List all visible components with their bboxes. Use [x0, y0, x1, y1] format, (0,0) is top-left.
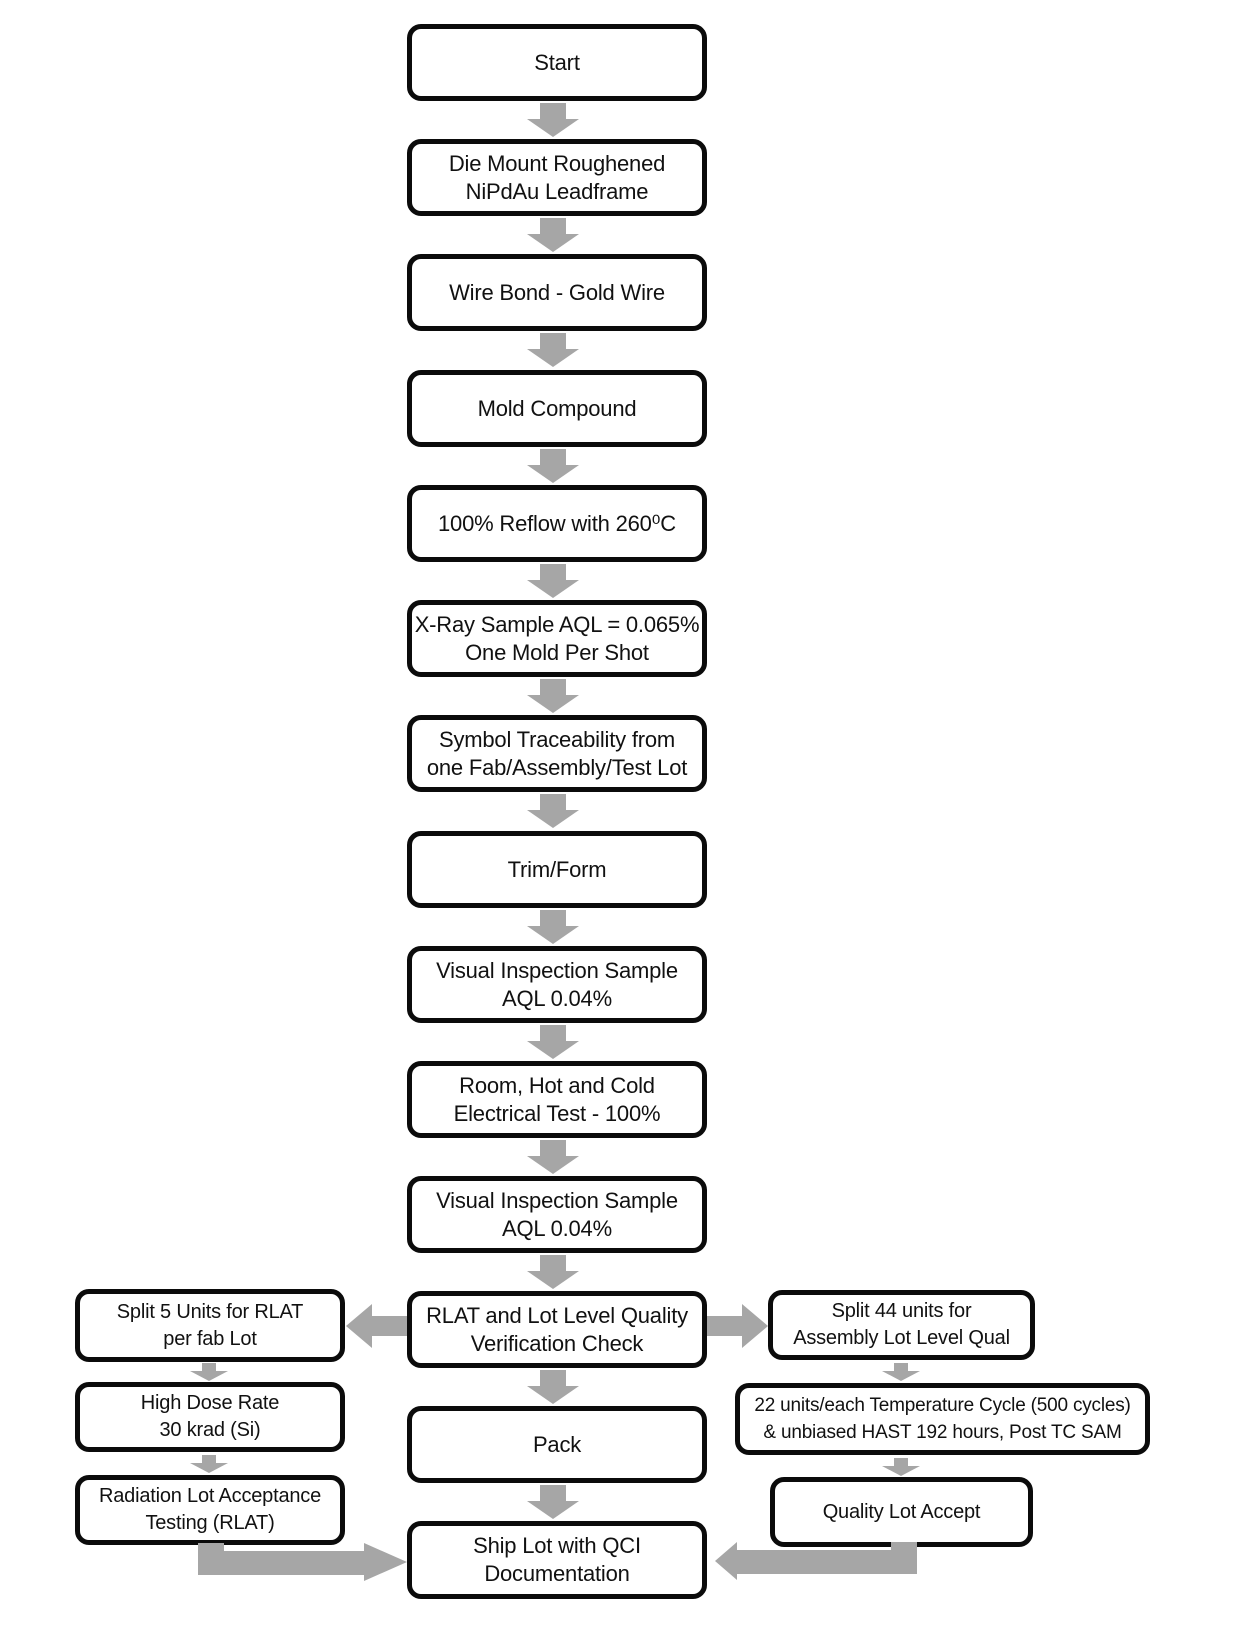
node-xray-sample: X-Ray Sample AQL = 0.065% One Mold Per S… [407, 600, 707, 677]
node-die-mount: Die Mount Roughened NiPdAu Leadframe [407, 139, 707, 216]
node-label: RLAT and Lot Level Quality [426, 1302, 688, 1328]
node-wire-bond: Wire Bond - Gold Wire [407, 254, 707, 331]
node-reflow: 100% Reflow with 260⁰C [407, 485, 707, 562]
node-label: one Fab/Assembly/Test Lot [426, 754, 688, 780]
arrow-down-icon [527, 910, 579, 944]
node-label: Split 5 Units for RLAT [116, 1300, 304, 1323]
arrow-down-small-icon [190, 1363, 228, 1381]
node-visual-inspection-2: Visual Inspection Sample AQL 0.04% [407, 1176, 707, 1253]
node-quality-lot-accept: Quality Lot Accept [770, 1477, 1033, 1547]
node-label: Split 44 units for [831, 1300, 972, 1322]
node-label: 100% Reflow with 260⁰C [438, 510, 676, 536]
arrow-down-icon [527, 1370, 579, 1404]
arrow-down-icon [527, 218, 579, 252]
node-symbol-traceability: Symbol Traceability from one Fab/Assembl… [407, 715, 707, 792]
node-label: Visual Inspection Sample [436, 1187, 678, 1213]
arrow-down-icon [527, 564, 579, 598]
node-label: Mold Compound [477, 395, 637, 421]
node-high-dose-rate: High Dose Rate 30 krad (Si) [75, 1382, 345, 1452]
node-label: Trim/Form [507, 856, 607, 882]
node-start: Start [407, 24, 707, 101]
arrow-left-icon [346, 1304, 407, 1348]
node-mold-compound: Mold Compound [407, 370, 707, 447]
node-label: Verification Check [470, 1330, 644, 1356]
arrow-down-icon [527, 103, 579, 137]
arrow-right-icon [707, 1304, 768, 1348]
arrow-down-icon [527, 333, 579, 367]
node-label: Start [534, 49, 580, 75]
node-trim-form: Trim/Form [407, 831, 707, 908]
arrow-down-small-icon [190, 1455, 228, 1473]
arrow-down-icon [527, 1140, 579, 1174]
node-label: 30 krad (Si) [159, 1419, 261, 1441]
node-pack: Pack [407, 1406, 707, 1483]
node-label: Assembly Lot Level Qual [793, 1327, 1010, 1349]
node-rlat-testing: Radiation Lot Acceptance Testing (RLAT) [75, 1475, 345, 1545]
node-rlat-verification: RLAT and Lot Level Quality Verification … [407, 1291, 707, 1368]
arrow-down-small-icon [882, 1458, 920, 1476]
node-label: NiPdAu Leadframe [465, 178, 649, 204]
node-label: Wire Bond - Gold Wire [449, 279, 665, 305]
node-label: 22 units/each Temperature Cycle (500 cyc… [754, 1395, 1131, 1416]
node-label: Ship Lot with QCI [473, 1533, 641, 1558]
arrow-down-icon [527, 449, 579, 483]
node-label: High Dose Rate [140, 1392, 280, 1414]
node-label: Testing (RLAT) [145, 1512, 275, 1534]
connector-right-arrow-icon [715, 1542, 917, 1580]
node-visual-inspection-1: Visual Inspection Sample AQL 0.04% [407, 946, 707, 1023]
node-label: Electrical Test - 100% [453, 1100, 661, 1126]
arrow-down-small-icon [882, 1363, 920, 1381]
node-label: Radiation Lot Acceptance [98, 1485, 322, 1507]
arrow-down-icon [527, 794, 579, 828]
node-label: AQL 0.04% [502, 985, 612, 1011]
node-label: Quality Lot Accept [822, 1500, 981, 1523]
connector-left-arrow-icon [198, 1543, 407, 1581]
node-label: per fab Lot [163, 1327, 257, 1350]
node-split-44: Split 44 units for Assembly Lot Level Qu… [768, 1290, 1035, 1360]
node-label: Symbol Traceability from [438, 726, 676, 752]
node-label: AQL 0.04% [502, 1215, 612, 1241]
node-label: Documentation [484, 1561, 630, 1586]
arrow-down-icon [527, 1485, 579, 1519]
node-label: & unbiased HAST 192 hours, Post TC SAM [763, 1422, 1122, 1443]
node-label: Die Mount Roughened [448, 150, 666, 176]
arrow-down-icon [527, 679, 579, 713]
node-tc-hast: 22 units/each Temperature Cycle (500 cyc… [735, 1383, 1150, 1455]
arrow-down-icon [527, 1255, 579, 1289]
node-label: Visual Inspection Sample [436, 957, 678, 983]
node-label: Room, Hot and Cold [459, 1072, 655, 1098]
node-label: One Mold Per Shot [465, 639, 649, 665]
node-electrical-test: Room, Hot and Cold Electrical Test - 100… [407, 1061, 707, 1138]
node-label: X-Ray Sample AQL = 0.065% [414, 611, 700, 637]
node-ship-lot: Ship Lot with QCI Documentation [407, 1521, 707, 1599]
node-split-5-rlat: Split 5 Units for RLAT per fab Lot [75, 1289, 345, 1362]
node-label: Pack [532, 1431, 582, 1457]
arrow-down-icon [527, 1025, 579, 1059]
